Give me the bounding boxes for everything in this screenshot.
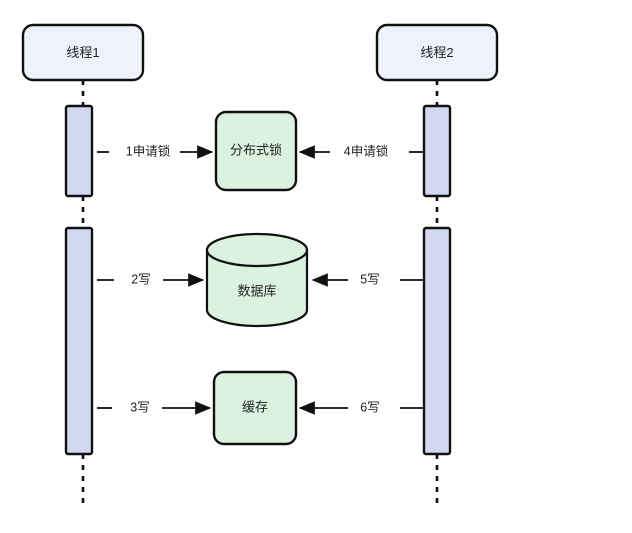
activation-bar-thread2-1[interactable] <box>422 104 452 198</box>
resource-box-cache[interactable] <box>212 370 298 446</box>
database-cylinder-top <box>205 232 309 268</box>
participant-box-thread2[interactable] <box>375 23 499 82</box>
message-3-write[interactable]: 3写 <box>97 400 212 415</box>
resource-cache[interactable]: 缓存 <box>212 370 298 446</box>
message-1-label: 1申请锁 <box>126 143 171 158</box>
message-2-write[interactable]: 2写 <box>97 272 205 287</box>
message-4-apply-lock[interactable]: 4申请锁 <box>298 143 423 159</box>
message-5-label: 5写 <box>360 272 379 286</box>
database-cylinder-body <box>205 248 309 328</box>
message-3-label: 3写 <box>130 400 149 414</box>
participant-thread1[interactable]: 线程1 <box>21 23 145 82</box>
message-1-apply-lock[interactable]: 1申请锁 <box>97 143 214 159</box>
participant-box-thread1[interactable] <box>21 23 145 82</box>
resource-database[interactable]: 数据库 <box>205 232 309 328</box>
message-4-label: 4申请锁 <box>344 143 389 158</box>
resource-box-distributed-lock[interactable] <box>214 110 298 192</box>
activation-bar-thread2-2[interactable] <box>422 226 452 456</box>
activation-bars-group <box>64 104 452 456</box>
message-6-label: 6写 <box>360 400 379 414</box>
resource-distributed-lock[interactable]: 分布式锁 <box>214 110 298 192</box>
lifelines-group <box>81 80 439 505</box>
activation-bar-thread1-2[interactable] <box>64 226 94 456</box>
message-2-label: 2写 <box>131 272 150 286</box>
participant-thread2[interactable]: 线程2 <box>375 23 499 82</box>
activation-bar-thread1-1[interactable] <box>64 104 94 198</box>
message-6-write[interactable]: 6写 <box>298 400 423 415</box>
message-5-write[interactable]: 5写 <box>311 272 423 287</box>
